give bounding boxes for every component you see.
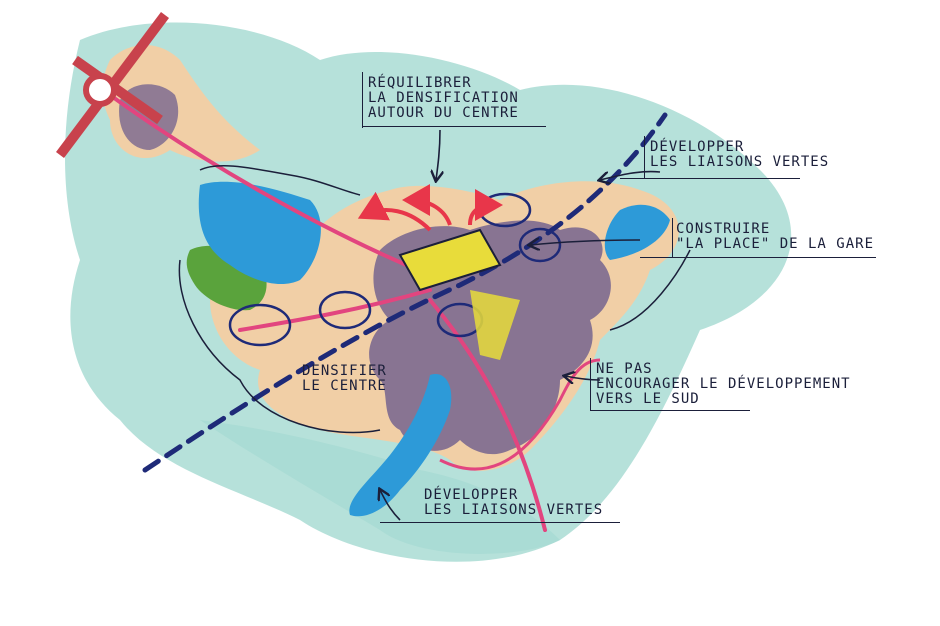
pink-edge-south <box>439 358 601 471</box>
red-arrow <box>402 184 452 226</box>
pink-axis-south <box>428 298 547 532</box>
label-line: encourager le développement <box>596 376 851 392</box>
label-underline <box>380 522 620 523</box>
label-line: Densifier <box>302 363 387 379</box>
leader-arrow <box>600 170 661 180</box>
label-line: autour du centre <box>368 105 519 121</box>
water-area-east <box>604 204 670 260</box>
label-bracket <box>362 72 363 128</box>
label-line: le centre <box>302 378 387 394</box>
leader-arrow <box>565 376 601 380</box>
label-line: Développer <box>424 487 519 503</box>
label-liaisons-nord: Développer les liaisons vertes <box>650 140 829 170</box>
label-line: Développer <box>650 139 745 155</box>
label-line: Réquilibrer <box>368 75 472 91</box>
pink-axis-west <box>238 288 432 332</box>
label-densifier-centre: Densifier le centre <box>302 364 387 394</box>
label-underline <box>590 410 750 411</box>
junction-roundabout <box>83 73 117 107</box>
red-arrow <box>357 191 432 232</box>
water-channel-south <box>349 374 452 517</box>
station-strip <box>470 290 520 360</box>
label-underline <box>362 126 546 127</box>
navy-oval <box>518 227 562 263</box>
label-line: les liaisons vertes <box>650 154 830 170</box>
label-line: Ne pas <box>596 361 653 377</box>
navy-oval <box>318 290 372 330</box>
junction-road <box>72 55 163 125</box>
ink-contour <box>178 259 381 434</box>
label-place-gare: Construire "la place" de la gare <box>676 222 874 252</box>
leader-arrow <box>530 240 641 245</box>
label-line: la densification <box>368 90 519 106</box>
label-underline <box>620 178 800 179</box>
label-line: "la place" de la gare <box>676 236 875 252</box>
label-bracket <box>590 358 591 410</box>
ink-contour <box>199 164 361 196</box>
label-sud: Ne pas encourager le développement vers … <box>596 362 851 407</box>
leader-arrow <box>436 129 440 180</box>
rail-line <box>142 112 668 473</box>
label-line: vers le sud <box>596 391 700 407</box>
red-arrow <box>468 189 503 226</box>
label-line: Construire <box>676 221 771 237</box>
label-bracket <box>672 218 673 258</box>
label-liaisons-sud: Développer les liaisons vertes <box>424 488 603 518</box>
label-underline <box>640 257 876 258</box>
station-square <box>398 228 502 292</box>
label-bracket <box>644 136 645 178</box>
navy-oval <box>228 303 292 347</box>
label-line: les liaisons vertes <box>424 502 604 518</box>
pink-axis-nw <box>108 93 432 277</box>
leader-arrow <box>380 490 401 521</box>
label-densification: Réquilibrer la densification autour du c… <box>368 76 519 121</box>
